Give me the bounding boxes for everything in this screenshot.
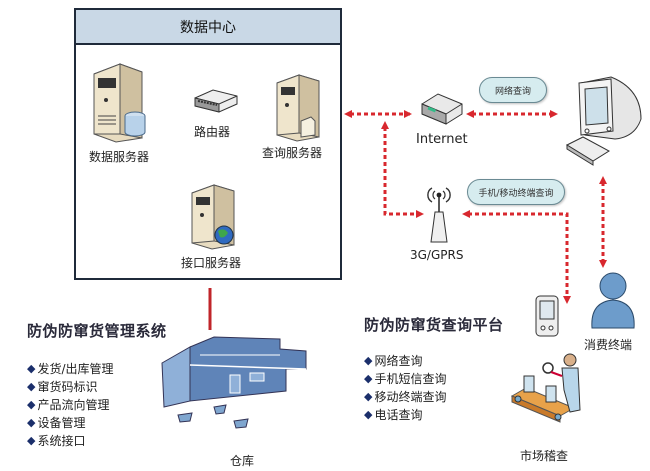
management-system-features: ◆发货/出库管理 ◆窜货码标识 ◆产品流向管理 ◆设备管理 ◆系统接口 [27,360,114,450]
bullet-diamond-icon: ◆ [27,362,36,375]
consumer-person-icon [591,272,635,329]
data-server-label: 数据服务器 [89,150,150,164]
feature-item: ◆系统接口 [27,434,86,448]
bullet-diamond-icon: ◆ [27,398,36,411]
consumer-label: 消费终端 [584,338,633,352]
internet-label: Internet [416,132,468,147]
handheld-terminal-icon [535,295,559,337]
data-center-title: 数据中心 [76,10,340,45]
antenna-tower-icon [427,187,451,243]
bullet-diamond-icon: ◆ [364,354,373,367]
feature-item: ◆设备管理 [27,416,86,430]
bullet-diamond-icon: ◆ [27,416,36,429]
internet-modem-icon [421,93,463,125]
mobile-network-label: 3G/GPRS [410,248,464,262]
bullet-diamond-icon: ◆ [27,434,36,447]
market-inspection-icon [510,353,581,423]
feature-item: ◆发货/出库管理 [27,362,114,376]
feature-item: ◆移动终端查询 [364,390,447,404]
bullet-diamond-icon: ◆ [364,372,373,385]
management-system-title: 防伪防窜货管理系统 [27,322,167,340]
feature-item: ◆产品流向管理 [27,398,110,412]
arrow-internet-mobile [381,121,424,218]
query-platform-features: ◆网络查询 ◆手机短信查询 ◆移动终端查询 ◆电话查询 [364,352,446,424]
bullet-diamond-icon: ◆ [364,408,373,421]
feature-item: ◆网络查询 [364,354,423,368]
web-query-bubble: 网络查询 [479,77,547,103]
computer-icon [565,76,642,166]
warehouse-icon [161,336,307,429]
interface-server-icon [191,184,235,250]
interface-server-label: 接口服务器 [181,256,242,270]
feature-item: ◆窜货码标识 [27,380,98,394]
data-server-icon [93,63,146,143]
mobile-query-bubble: 手机/移动终端查询 [467,179,565,205]
router-icon [194,89,238,113]
arrow-mobile-handset [462,210,571,304]
bullet-diamond-icon: ◆ [364,390,373,403]
router-label: 路由器 [194,125,231,139]
query-server-icon [276,74,320,142]
bullet-diamond-icon: ◆ [27,380,36,393]
query-server-label: 查询服务器 [262,146,323,160]
market-inspection-label: 市场稽查 [520,449,569,463]
feature-item: ◆手机短信查询 [364,372,447,386]
query-platform-title: 防伪防窜货查询平台 [364,316,504,334]
warehouse-label: 仓库 [230,454,255,468]
feature-item: ◆电话查询 [364,408,423,422]
